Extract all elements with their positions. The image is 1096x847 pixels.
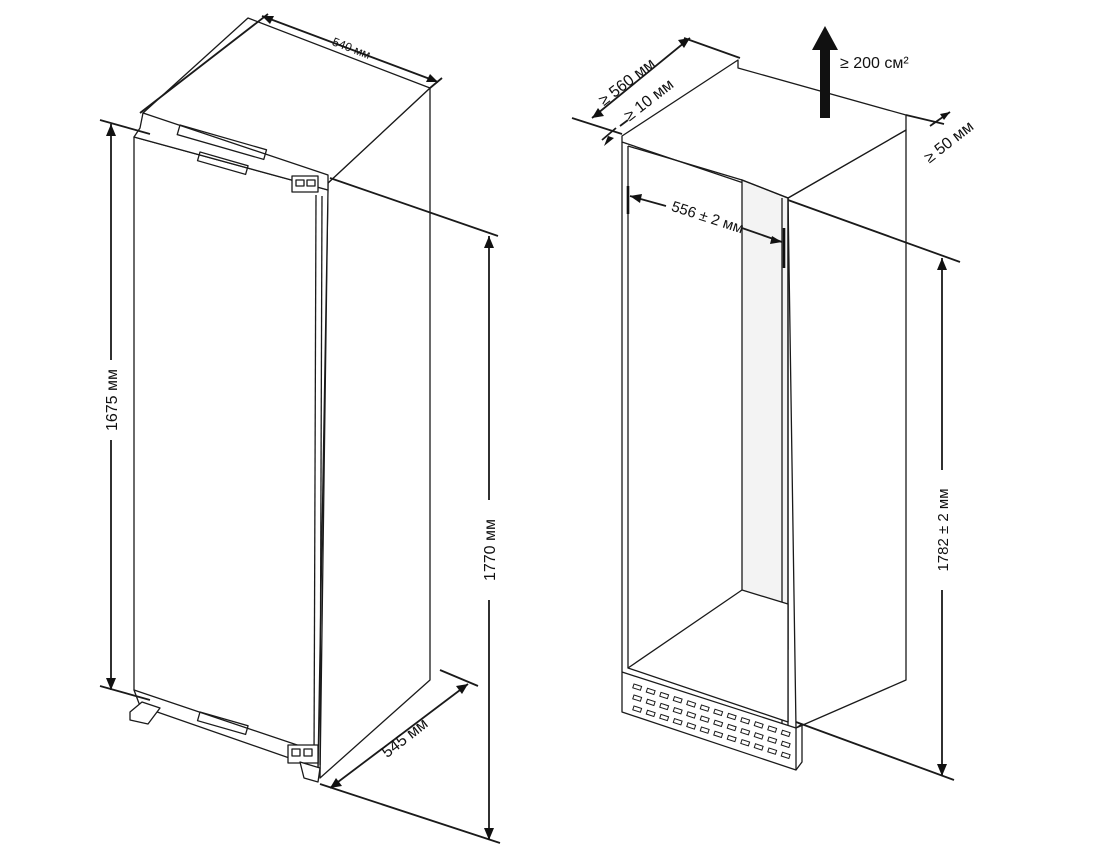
vent-slot	[767, 736, 778, 744]
dim-fridge-width	[139, 13, 443, 114]
label-vent-area: ≥ 200 см²	[840, 55, 909, 72]
vent-slot	[659, 691, 670, 700]
vent-slot	[780, 729, 791, 738]
vent-slot	[726, 734, 737, 743]
vent-slot	[659, 713, 670, 722]
dim-fridge-height	[99, 119, 151, 701]
vent-slot	[767, 725, 778, 733]
vent-slot	[645, 698, 656, 707]
label-fridge-depth: 545 мм	[379, 715, 431, 761]
vent-slot	[672, 695, 683, 704]
refrigerator	[129, 17, 431, 783]
vent-slot	[753, 743, 764, 751]
vent-slot	[686, 722, 697, 730]
label-niche-width: 556 ± 2 мм	[669, 198, 745, 237]
vent-slot	[726, 712, 737, 721]
bottom-hinge	[287, 744, 319, 764]
vent-arrow	[812, 26, 838, 118]
vent-slot	[713, 730, 724, 739]
vent-slot	[726, 723, 737, 732]
niche-top	[621, 59, 907, 199]
bottom-slot	[196, 711, 249, 736]
fridge-top-lip	[133, 112, 329, 191]
vent-slot	[713, 708, 724, 717]
dim-niche-height	[787, 199, 961, 781]
vent-slot	[672, 717, 683, 726]
vent-slot	[686, 700, 697, 708]
door-edge	[313, 194, 317, 763]
vent-slot	[699, 715, 710, 723]
vent-slot	[780, 740, 791, 749]
vent-slot	[699, 726, 710, 734]
label-fridge-height: 1675 мм	[104, 369, 121, 431]
vent-slot	[753, 721, 764, 729]
top-hinge	[291, 175, 319, 193]
dim-side-gap	[601, 119, 629, 146]
vent-slot	[699, 704, 710, 712]
niche-back-wall	[741, 179, 789, 650]
niche-side-panel	[787, 129, 907, 729]
vent-slot	[713, 719, 724, 728]
niche-floor	[627, 589, 789, 723]
dim-niche-width	[626, 186, 786, 268]
dim-niche-depth	[571, 37, 741, 135]
vent-slot	[740, 738, 751, 747]
vent-grille	[632, 683, 791, 760]
vent-slot	[740, 716, 751, 725]
vent-slot	[632, 683, 643, 691]
vent-slot	[753, 732, 764, 740]
label-niche-height: 1782 ± 2 мм	[935, 488, 952, 571]
niche-cabinet	[621, 59, 907, 771]
vent-slot	[780, 751, 791, 760]
door-top-slot	[196, 151, 249, 176]
vent-slot	[632, 705, 643, 713]
fridge-door	[133, 136, 329, 769]
vent-slot	[632, 694, 643, 702]
dim-fridge-depth	[329, 669, 479, 789]
dim-overall-height	[319, 177, 501, 844]
vent-slot	[659, 702, 670, 711]
dim-rear-gap	[905, 111, 951, 127]
vent-slot	[686, 711, 697, 719]
top-hinge-slot	[176, 124, 268, 161]
vent-slot	[767, 747, 778, 755]
vent-slot	[672, 706, 683, 715]
fridge-side-panel	[319, 87, 431, 779]
vent-slot	[645, 709, 656, 718]
vent-slot	[645, 687, 656, 696]
vent-slot	[740, 727, 751, 736]
fridge-foot	[129, 701, 161, 725]
label-overall-height: 1770 мм	[482, 519, 499, 581]
